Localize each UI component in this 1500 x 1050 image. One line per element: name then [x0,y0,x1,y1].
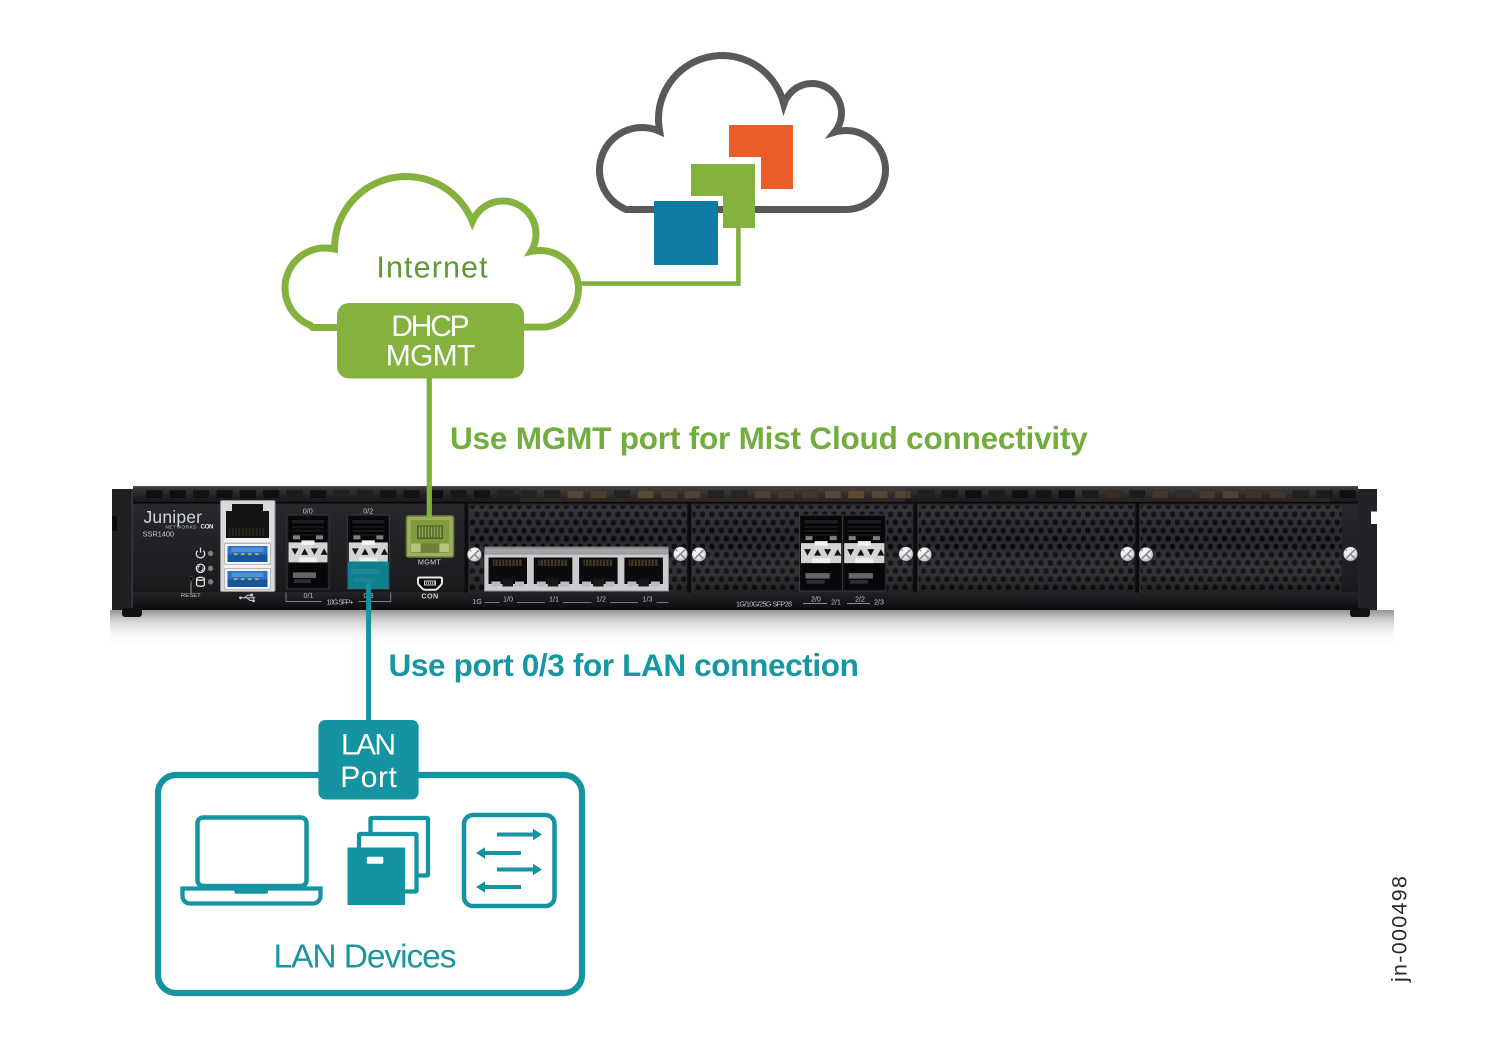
svg-text:2/0: 2/0 [811,597,821,604]
svg-text:1/1: 1/1 [549,595,559,604]
svg-text:LAN: LAN [341,728,396,761]
svg-text:1/2: 1/2 [596,595,606,604]
svg-text:jn-000498: jn-000498 [1388,876,1412,983]
svg-text:1G/10G/25G SFP28: 1G/10G/25G SFP28 [736,600,792,609]
svg-text:Use port 0/3 for LAN connectio: Use port 0/3 for LAN connection [389,647,859,683]
svg-text:1/3: 1/3 [643,595,653,604]
svg-text:Use MGMT port for Mist Cloud c: Use MGMT port for Mist Cloud connectivit… [450,420,1088,456]
svg-text:MGMT: MGMT [418,558,441,567]
svg-text:Port: Port [340,761,397,794]
svg-text:2/2: 2/2 [855,597,865,604]
svg-text:RESET: RESET [181,593,201,599]
svg-text:1/0: 1/0 [503,595,513,604]
svg-text:1G: 1G [472,597,482,606]
svg-text:0/1: 0/1 [304,591,314,600]
svg-text:LAN Devices: LAN Devices [274,938,457,975]
svg-text:Internet: Internet [376,251,488,285]
svg-text:2/1: 2/1 [831,600,841,607]
svg-text:DHCP: DHCP [391,310,469,343]
svg-text:0/2: 0/2 [363,507,373,516]
svg-text:10G SFP+: 10G SFP+ [327,597,354,606]
svg-text:2/3: 2/3 [874,600,884,607]
svg-text:CON: CON [201,524,215,531]
svg-text:CON: CON [421,592,438,601]
svg-text:Juniper: Juniper [144,507,203,527]
svg-text:SSR1400: SSR1400 [143,530,175,539]
svg-text:MGMT: MGMT [386,340,476,373]
svg-text:0/0: 0/0 [303,507,313,516]
svg-text:NETWORKS: NETWORKS [166,525,197,531]
